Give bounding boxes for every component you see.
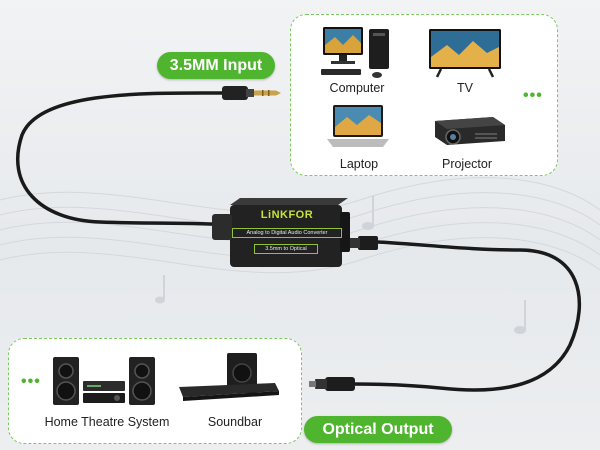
source-label-projector: Projector [441, 157, 493, 171]
background-waves [0, 177, 600, 274]
converter-brand: LiNKFOR [260, 209, 314, 221]
input-cable [15, 86, 281, 227]
soundbar-icon [179, 353, 279, 401]
source-label-computer: Computer [329, 81, 385, 95]
optical-cable [309, 236, 582, 392]
music-note-icon [155, 196, 526, 334]
projector-icon [435, 117, 505, 145]
tv-icon [429, 29, 501, 78]
converter-tag: 3.5mm to Optical [254, 244, 318, 254]
computer-icon [321, 27, 389, 78]
output-label-soundbar: Soundbar [207, 415, 263, 429]
output-label-home-theatre: Home Theatre System [44, 415, 170, 429]
converter-subtitle: Analog to Digital Audio Converter [232, 228, 342, 238]
converter-box [212, 198, 350, 267]
source-label-laptop: Laptop [339, 157, 379, 171]
source-label-tv: TV [457, 81, 473, 95]
source-devices-card: Computer TV ••• Laptop Projector [290, 14, 558, 176]
input-label: 3.5MM Input [157, 52, 275, 79]
output-label: Optical Output [304, 416, 452, 443]
more-sources-dots: ••• [523, 87, 543, 104]
output-devices-card: ••• Home Theatre System Soundbar [8, 338, 302, 444]
more-outputs-dots: ••• [21, 373, 41, 390]
laptop-icon [327, 105, 389, 147]
home-theatre-icon [53, 357, 155, 405]
